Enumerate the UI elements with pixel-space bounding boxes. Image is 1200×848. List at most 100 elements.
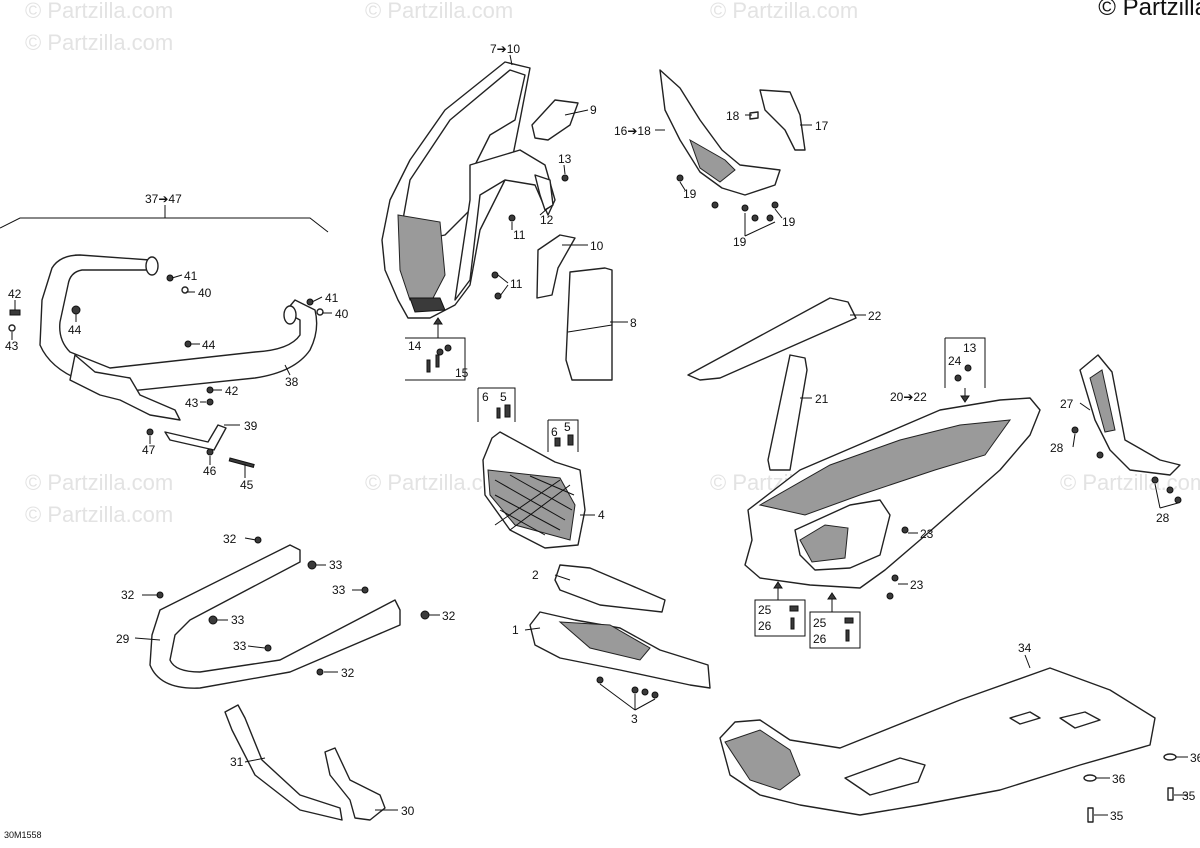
mount-bracket-39[interactable] bbox=[164, 424, 227, 451]
callout-38[interactable]: 38 bbox=[285, 375, 299, 389]
belly-pan-34[interactable] bbox=[719, 667, 1156, 816]
callout-42[interactable]: 42 bbox=[8, 287, 22, 301]
callout-6[interactable]: 6 bbox=[551, 425, 558, 439]
fastener-19[interactable] bbox=[676, 174, 779, 222]
callout-17[interactable]: 17 bbox=[815, 119, 829, 133]
callout-32[interactable]: 32 bbox=[442, 609, 456, 623]
callout-46[interactable]: 46 bbox=[203, 464, 217, 478]
callout-25[interactable]: 25 bbox=[758, 603, 772, 617]
side-panel-8[interactable] bbox=[565, 267, 613, 381]
rear-trim-27[interactable] bbox=[1079, 354, 1181, 476]
callout-7-10[interactable]: 7➔10 bbox=[490, 42, 520, 56]
callout-43[interactable]: 43 bbox=[185, 396, 199, 410]
callout-30[interactable]: 30 bbox=[401, 804, 415, 818]
callout-28[interactable]: 28 bbox=[1050, 441, 1064, 455]
callout-33[interactable]: 33 bbox=[332, 583, 346, 597]
deflector-9[interactable] bbox=[531, 99, 579, 141]
callout-37-47[interactable]: 37➔47 bbox=[145, 192, 182, 206]
callout-33[interactable]: 33 bbox=[329, 558, 343, 572]
callout-39[interactable]: 39 bbox=[244, 419, 258, 433]
bumper-end-cap[interactable] bbox=[145, 256, 297, 325]
kit-box-25-26a[interactable] bbox=[754, 581, 806, 637]
nose-clip-12[interactable] bbox=[534, 174, 554, 211]
fastener-23[interactable] bbox=[886, 526, 909, 600]
callout-3[interactable]: 3 bbox=[631, 712, 638, 726]
deflector-10[interactable] bbox=[536, 234, 576, 299]
callout-10[interactable]: 10 bbox=[590, 239, 604, 253]
brace-31[interactable] bbox=[224, 704, 343, 821]
bracket-17[interactable] bbox=[759, 89, 806, 151]
callout-33[interactable]: 33 bbox=[233, 639, 247, 653]
callout-18[interactable]: 18 bbox=[726, 109, 740, 123]
side-trim-16-18[interactable] bbox=[659, 69, 781, 196]
callout-16-18[interactable]: 16➔18 bbox=[614, 124, 651, 138]
callout-12[interactable]: 12 bbox=[540, 213, 554, 227]
callout-40[interactable]: 40 bbox=[335, 307, 349, 321]
callout-27[interactable]: 27 bbox=[1060, 397, 1074, 411]
grille-4[interactable] bbox=[482, 431, 586, 549]
side-panel-20-22[interactable] bbox=[744, 397, 1041, 589]
callout-5[interactable]: 5 bbox=[500, 390, 507, 404]
callout-40[interactable]: 40 bbox=[198, 286, 212, 300]
callout-5[interactable]: 5 bbox=[564, 420, 571, 434]
callout-32[interactable]: 32 bbox=[121, 588, 135, 602]
callout-13[interactable]: 13 bbox=[963, 341, 977, 355]
callout-24[interactable]: 24 bbox=[948, 354, 962, 368]
callout-15[interactable]: 15 bbox=[455, 366, 469, 380]
callout-34[interactable]: 34 bbox=[1018, 641, 1032, 655]
callout-33[interactable]: 33 bbox=[231, 613, 245, 627]
fastener-13a[interactable] bbox=[561, 174, 569, 182]
strip-22[interactable] bbox=[687, 297, 857, 381]
hardware-45-47[interactable] bbox=[146, 428, 255, 468]
clip-18[interactable] bbox=[749, 111, 759, 120]
callout-36[interactable]: 36 bbox=[1112, 772, 1126, 786]
callout-47[interactable]: 47 bbox=[142, 443, 156, 457]
callout-42[interactable]: 42 bbox=[225, 384, 239, 398]
bumper-tube-38[interactable] bbox=[39, 254, 318, 421]
callout-19[interactable]: 19 bbox=[733, 235, 747, 249]
callout-41[interactable]: 41 bbox=[184, 269, 198, 283]
strip-21[interactable] bbox=[767, 354, 808, 471]
callout-23[interactable]: 23 bbox=[920, 527, 934, 541]
callout-43[interactable]: 43 bbox=[5, 339, 19, 353]
kit-box-14-15[interactable] bbox=[405, 317, 466, 381]
callout-20-22[interactable]: 20➔22 bbox=[890, 390, 927, 404]
front-bumper-29[interactable] bbox=[149, 544, 401, 689]
front-nose-panel[interactable] bbox=[381, 61, 556, 319]
fastener-28[interactable] bbox=[1071, 426, 1182, 504]
callout-2[interactable]: 2 bbox=[532, 568, 539, 582]
callout-9[interactable]: 9 bbox=[590, 103, 597, 117]
kit-box-25-26b[interactable] bbox=[809, 592, 861, 649]
callout-36[interactable]: 36 bbox=[1190, 751, 1200, 765]
callout-6[interactable]: 6 bbox=[482, 390, 489, 404]
front-skid-1[interactable] bbox=[529, 611, 711, 689]
callout-32[interactable]: 32 bbox=[223, 532, 237, 546]
callout-44[interactable]: 44 bbox=[202, 338, 216, 352]
callout-32[interactable]: 32 bbox=[341, 666, 355, 680]
callout-25[interactable]: 25 bbox=[813, 616, 827, 630]
callout-21[interactable]: 21 bbox=[815, 392, 829, 406]
callout-29[interactable]: 29 bbox=[116, 632, 130, 646]
kit-box-6-5a[interactable] bbox=[477, 387, 516, 422]
callout-44[interactable]: 44 bbox=[68, 323, 82, 337]
callout-14[interactable]: 14 bbox=[408, 339, 422, 353]
callout-1[interactable]: 1 bbox=[512, 623, 519, 637]
panel-2[interactable] bbox=[554, 564, 666, 613]
callout-11[interactable]: 11 bbox=[510, 277, 523, 291]
fastener-35-36[interactable] bbox=[1083, 753, 1177, 823]
callout-19[interactable]: 19 bbox=[782, 215, 796, 229]
callout-11[interactable]: 11 bbox=[513, 228, 526, 242]
kit-box-6-5b[interactable] bbox=[547, 419, 579, 452]
callout-35[interactable]: 35 bbox=[1182, 789, 1196, 803]
callout-41[interactable]: 41 bbox=[325, 291, 339, 305]
callout-31[interactable]: 31 bbox=[230, 755, 244, 769]
callout-26[interactable]: 26 bbox=[813, 632, 827, 646]
callout-26[interactable]: 26 bbox=[758, 619, 772, 633]
callout-23[interactable]: 23 bbox=[910, 578, 924, 592]
kit-box-24-13[interactable] bbox=[944, 337, 986, 403]
hardware-40-41[interactable] bbox=[166, 274, 324, 316]
callout-28[interactable]: 28 bbox=[1156, 511, 1170, 525]
brace-30[interactable] bbox=[324, 747, 386, 821]
fastener-11a[interactable] bbox=[508, 214, 516, 222]
callout-22[interactable]: 22 bbox=[868, 309, 882, 323]
